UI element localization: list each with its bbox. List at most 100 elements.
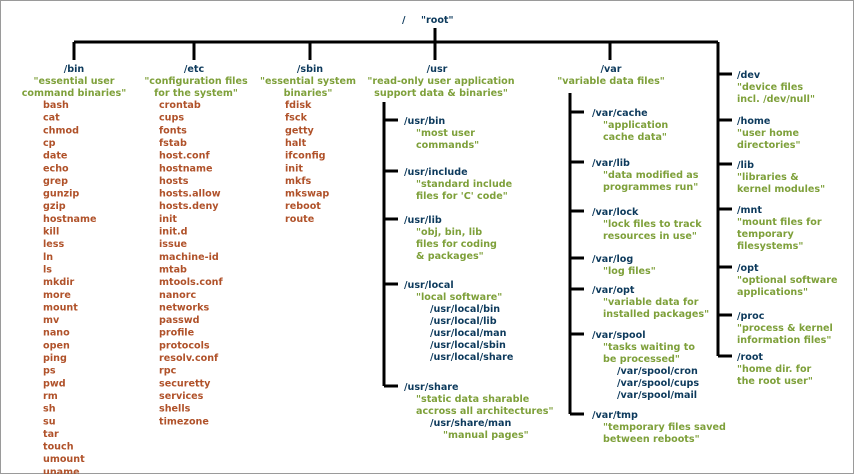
- var-subdir-desc: installed packages": [603, 309, 709, 320]
- var-subdir-desc: "lock files to track: [603, 219, 702, 230]
- file-entry: host.conf: [159, 151, 210, 162]
- dir-etc-name: /etc: [184, 64, 205, 75]
- file-entry: sh: [43, 404, 56, 415]
- file-entry: networks: [159, 302, 209, 313]
- right-dir-desc: "device files: [737, 82, 803, 93]
- right-dir-desc: "mount files for: [737, 217, 822, 228]
- file-entry: init.d: [159, 227, 188, 238]
- usr-subdir-desc: files for 'C' code": [416, 191, 508, 202]
- file-entry: securetty: [159, 378, 211, 389]
- usr-subdir-name: /usr/bin: [404, 116, 445, 127]
- root-node: / "root": [402, 15, 454, 26]
- file-entry: rm: [43, 391, 58, 402]
- dir-bin-desc-line: "essential user: [33, 76, 114, 87]
- file-entry: halt: [285, 138, 307, 149]
- dir-etc: /etc "configuration files for the system…: [144, 64, 248, 427]
- right-dir-name: /mnt: [737, 205, 762, 216]
- file-entry: fdisk: [285, 100, 312, 111]
- etc-file-list: crontabcupsfontsfstabhost.confhostnameho…: [159, 100, 224, 427]
- var-subdir-desc: "tasks waiting to: [603, 342, 695, 353]
- right-dir-desc: applications": [737, 287, 808, 298]
- right-dir-desc: "optional software: [737, 275, 838, 286]
- usr-subdir-desc: "static data sharable: [416, 394, 530, 405]
- file-entry: grep: [43, 176, 68, 187]
- file-entry: timezone: [159, 416, 209, 427]
- dir-sbin-desc-line: binaries": [284, 88, 333, 99]
- var-subdir-desc: programmes run": [603, 182, 698, 193]
- usr-subdir-name: /usr/include: [404, 167, 468, 178]
- var-subdir-name: /var/cache: [592, 108, 648, 119]
- file-entry: chmod: [43, 125, 79, 136]
- file-entry: nanorc: [159, 290, 196, 301]
- var-subdir-desc: "data modified as: [603, 170, 699, 181]
- file-entry: nano: [43, 328, 70, 339]
- file-entry: ps: [43, 366, 56, 377]
- file-entry: mkdir: [43, 277, 75, 288]
- file-entry: ln: [43, 252, 53, 263]
- file-entry: shells: [159, 404, 191, 415]
- usr-subdir-desc: commands": [416, 140, 479, 151]
- file-entry: ls: [43, 264, 52, 275]
- usr-nested-dir: /usr/local/man: [430, 328, 507, 339]
- file-entry: init: [285, 163, 303, 174]
- usr-nested-dir: /usr/local/bin: [430, 304, 500, 315]
- usr-subdir-desc: "standard include: [416, 179, 513, 190]
- file-entry: profile: [159, 328, 195, 339]
- dir-bin-name: /bin: [64, 64, 85, 75]
- file-entry: hostname: [159, 163, 213, 174]
- right-dir-name: /lib: [737, 160, 754, 171]
- dir-usr-desc-line: "read-only user application: [367, 76, 514, 87]
- usr-subdir-name: /usr/share: [404, 382, 459, 393]
- dir-etc-desc-line: "configuration files: [144, 76, 248, 87]
- file-entry: mtools.conf: [159, 277, 224, 288]
- usr-subdir-desc: files for coding: [416, 239, 497, 250]
- file-entry: init: [159, 214, 177, 225]
- file-entry: reboot: [285, 201, 321, 212]
- file-entry: hosts: [159, 176, 189, 187]
- var-subdir-name: /var/log: [592, 254, 633, 265]
- dir-sbin: /sbin "essential system binaries" fdiskf…: [260, 64, 356, 225]
- right-dir-name: /root: [737, 352, 763, 363]
- file-entry: protocols: [159, 340, 210, 351]
- file-entry: kill: [43, 227, 59, 238]
- dir-usr-desc-line: support data & binaries": [374, 88, 508, 99]
- var-subdir-desc: be processed": [603, 354, 680, 365]
- right-dir-name: /dev: [737, 70, 761, 81]
- var-subdir-desc: resources in use": [603, 231, 697, 242]
- dir-var-desc-line: "variable data files": [557, 76, 665, 87]
- file-entry: mkswap: [285, 189, 329, 200]
- var-subdir-name: /var/spool: [592, 330, 646, 341]
- right-dir-desc: "user home: [737, 128, 800, 139]
- file-entry: mkfs: [285, 176, 312, 187]
- bin-file-list: bashcatchmodcpdateechogrepgunzipgziphost…: [43, 100, 97, 474]
- var-subdir-name: /var/lib: [592, 158, 630, 169]
- file-entry: date: [43, 151, 68, 162]
- dir-var: /var "variable data files" /var/cache"ap…: [557, 64, 726, 445]
- file-entry: passwd: [159, 315, 200, 326]
- dir-usr-name: /usr: [427, 64, 448, 75]
- file-entry: more: [43, 290, 71, 301]
- right-dir-desc: "home dir. for: [737, 364, 812, 375]
- right-dir-desc: incl. /dev/null": [737, 94, 815, 105]
- usr-subdir-name: /usr/lib: [404, 215, 442, 226]
- file-entry: hosts.deny: [159, 201, 219, 212]
- var-subdir-desc: between reboots": [603, 434, 700, 445]
- file-entry: machine-id: [159, 252, 219, 263]
- usr-subdirectories: /usr/bin"most usercommands"/usr/include"…: [384, 116, 553, 441]
- file-entry: fonts: [159, 125, 187, 136]
- right-dir-desc: "process & kernel: [737, 323, 833, 334]
- dir-var-name: /var: [601, 64, 622, 75]
- right-dir-name: /home: [737, 116, 771, 127]
- var-subdir-desc: "application: [603, 120, 668, 131]
- file-entry: getty: [285, 125, 315, 136]
- root-name: /: [402, 15, 406, 26]
- file-entry: echo: [43, 163, 69, 174]
- var-subdir-name: /var/opt: [592, 285, 635, 296]
- file-entry: route: [285, 214, 315, 225]
- dir-bin: /bin "essential user command binaries" b…: [22, 64, 126, 474]
- root-desc: "root": [421, 15, 454, 26]
- right-dir-desc: information files": [737, 335, 831, 346]
- file-entry: issue: [159, 239, 188, 250]
- usr-nested-dir: /usr/share/man: [430, 418, 512, 429]
